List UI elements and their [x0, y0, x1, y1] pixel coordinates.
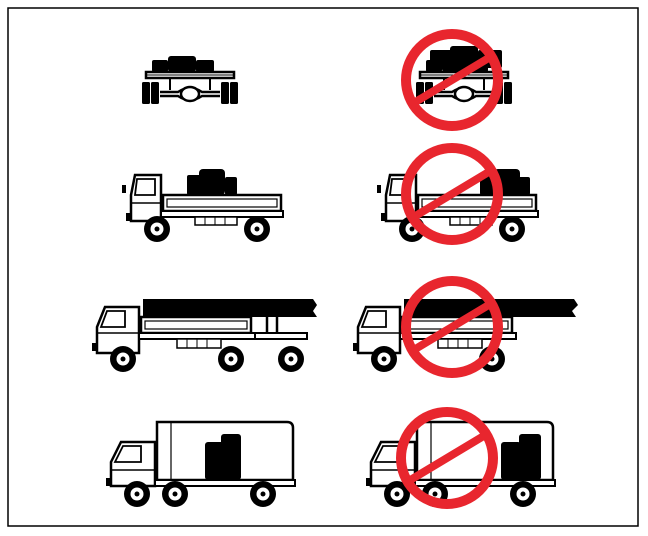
load-placement-figure — [0, 0, 648, 536]
